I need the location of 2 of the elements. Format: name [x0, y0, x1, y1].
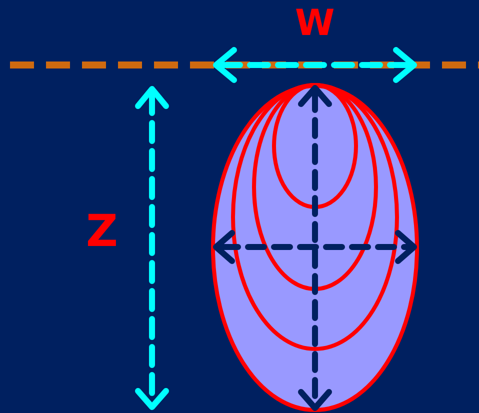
dimension-label: Z [86, 210, 118, 254]
dimension-label: W [295, 6, 335, 42]
